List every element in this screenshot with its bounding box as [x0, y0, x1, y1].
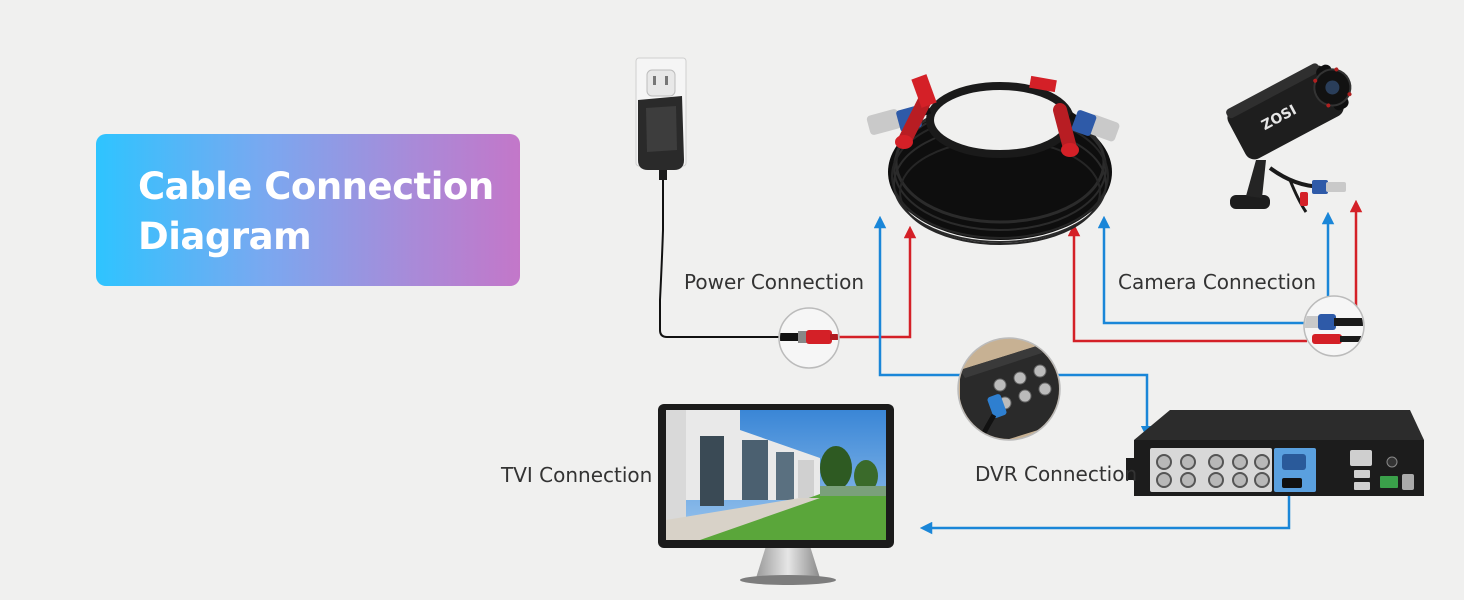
camera-connection-label: Camera Connection — [1118, 270, 1317, 294]
title-line-2: Diagram — [138, 215, 312, 258]
power-plug-detail-circle — [778, 307, 840, 369]
diagram-title: Cable Connection Diagram — [138, 162, 494, 262]
title-line-1: Cable Connection — [138, 165, 494, 208]
bnc-cable-coil-icon — [866, 74, 1120, 245]
bullet-camera-icon: ZOSI — [1226, 63, 1352, 213]
power-connection-label: Power Connection — [684, 270, 864, 294]
dvr-connection-label: DVR Connection — [975, 462, 1138, 486]
blue-camera-line — [1097, 215, 1307, 325]
power-adapter-cable — [659, 178, 782, 338]
camera-plug-detail-circle — [1303, 295, 1365, 357]
dvr-recorder-icon — [1126, 410, 1424, 496]
monitor-icon — [658, 404, 894, 585]
power-adapter-icon — [635, 57, 687, 180]
tvi-connection-label: TVI Connection — [501, 463, 653, 487]
title-banner: Cable Connection Diagram — [96, 134, 520, 286]
red-power-line — [838, 225, 917, 339]
red-camera-line — [1067, 223, 1307, 343]
blue-video-line-to-cable — [1058, 373, 1154, 439]
dvr-port-detail-circle — [957, 337, 1061, 441]
blue-hdmi-line — [919, 496, 1291, 535]
blue-video-line-left — [873, 215, 960, 377]
